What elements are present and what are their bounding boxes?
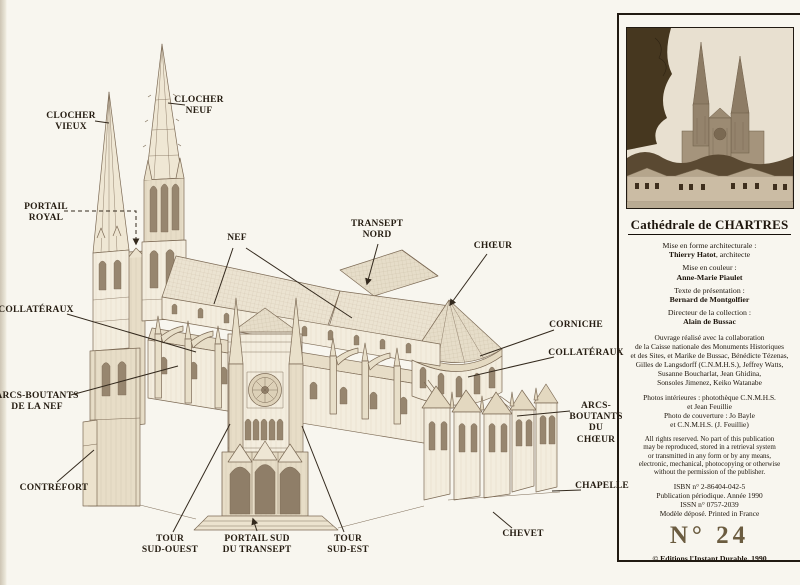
- label-corniche: CORNICHE: [549, 320, 603, 330]
- cover-photo-illustration: [626, 28, 793, 208]
- credit-role: Mise en forme architecturale :: [662, 241, 757, 250]
- cathedral-diagram: CLOCHER VIEUX CLOCHER NEUF PORTAIL ROYAL…: [0, 43, 629, 556]
- credit-name: Bernard de Montgolfier: [669, 294, 750, 304]
- publisher-block: © Editions l'Instant Durable. 1990 Colle…: [619, 553, 800, 562]
- credit-name: Alain de Bussac: [683, 317, 736, 327]
- cathedral-line-drawing: [82, 43, 561, 531]
- credit-role: Texte de présentation :: [674, 285, 745, 295]
- issue-number: N° 24: [669, 521, 750, 549]
- label-collateraux-gauche: COLLATÉRAUX: [0, 305, 74, 315]
- rights-text: All rights reserved. No part of this pub…: [638, 434, 781, 477]
- credit-name: Anne-Marie Piaulet: [676, 272, 743, 282]
- credit-architecture: Mise en forme architecturale : Thierry H…: [619, 241, 800, 259]
- label-contrefort: CONTREFORT: [19, 483, 89, 493]
- label-tour-sud-est: TOUR SUD-EST: [327, 534, 369, 556]
- label-tour-sud-ouest: TOUR SUD-OUEST: [141, 534, 199, 556]
- credit-suffix: , architecte: [715, 250, 751, 260]
- panel-title: Cathédrale de CHARTRES: [627, 217, 792, 235]
- cover-photo: [625, 27, 794, 209]
- label-chapelle: CHAPELLE: [575, 481, 629, 491]
- info-panel: Cathédrale de CHARTRES Mise en forme arc…: [617, 13, 800, 562]
- label-portail-royal: PORTAIL ROYAL: [24, 202, 68, 224]
- credit-directeur: Directeur de la collection : Alain de Bu…: [619, 308, 800, 326]
- credit-texte: Texte de présentation : Bernard de Montg…: [619, 286, 800, 304]
- publisher-line1: © Editions l'Instant Durable. 1990: [652, 553, 767, 562]
- label-portail-sud: PORTAIL SUD DU TRANSEPT: [222, 534, 292, 556]
- label-nef: NEF: [227, 233, 247, 243]
- credit-couleur: Mise en couleur : Anne-Marie Piaulet: [619, 263, 800, 281]
- label-clocher-neuf: CLOCHER NEUF: [174, 95, 224, 117]
- leader-lines: [56, 102, 582, 533]
- label-transept-nord: TRANSEPT NORD: [350, 219, 404, 241]
- credit-role: Mise en couleur :: [682, 263, 737, 273]
- collaboration-text: Ouvrage réalisé avec la collaboration de…: [630, 332, 789, 387]
- credit-role: Directeur de la collection :: [667, 308, 752, 318]
- label-arcs-boutants-nef: ARCS-BOUTANTS DE LA NEF: [0, 391, 79, 413]
- label-choeur: CHŒUR: [473, 241, 513, 251]
- label-chevet: CHEVET: [502, 529, 544, 539]
- legal-text: ISBN n° 2-86404-042-5 Publication périod…: [656, 481, 763, 518]
- label-collateraux-droite: COLLATÉRAUX: [548, 348, 624, 358]
- label-arcs-boutants-choeur: ARCS-BOUTANTS DU CHŒUR: [569, 401, 623, 445]
- credit-name: Thierry Hatot: [668, 250, 716, 260]
- photo-credits-text: Photos intérieures : photothèque C.N.M.H…: [643, 392, 776, 429]
- scan-edge: [0, 0, 7, 585]
- label-clocher-vieux: CLOCHER VIEUX: [46, 111, 96, 133]
